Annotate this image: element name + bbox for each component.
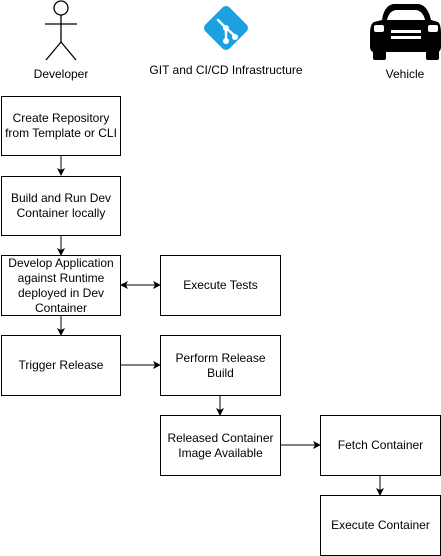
actor-label-vehicle: Vehicle bbox=[385, 67, 425, 81]
step-execute-tests: Execute Tests bbox=[160, 255, 281, 316]
step-execute-container: Execute Container bbox=[320, 495, 441, 556]
stick-figure-icon bbox=[45, 0, 77, 61]
step-develop-application: Develop Application against Runtime depl… bbox=[1, 255, 121, 316]
step-trigger-release: Trigger Release bbox=[1, 335, 121, 396]
car-icon bbox=[370, 4, 441, 60]
git-logo-icon bbox=[204, 6, 248, 50]
step-fetch-container: Fetch Container bbox=[320, 415, 441, 476]
step-create-repository: Create Repository from Template or CLI bbox=[1, 96, 121, 156]
step-build-dev-container: Build and Run Dev Container locally bbox=[1, 176, 121, 236]
actor-label-git-ci-cd: GIT and CI/CD Infrastructure bbox=[149, 63, 303, 77]
actor-label-developer: Developer bbox=[33, 67, 89, 81]
step-perform-release-build: Perform Release Build bbox=[160, 335, 281, 396]
step-released-container: Released Container Image Available bbox=[160, 415, 281, 476]
